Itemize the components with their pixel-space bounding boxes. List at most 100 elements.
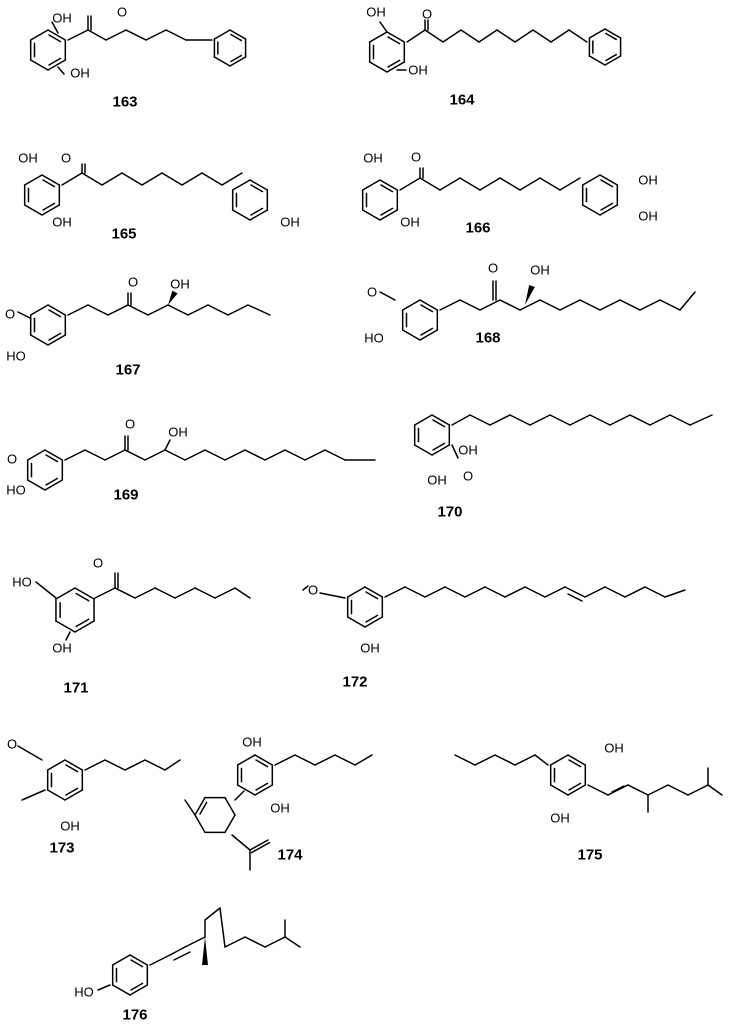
chain-bond — [644, 586, 666, 598]
ring-double-bond — [387, 59, 401, 68]
compound-number: 167 — [115, 362, 140, 379]
chain-bond — [639, 299, 661, 311]
hydroxyl-label: OH — [363, 151, 383, 166]
methoxy-oxygen: O — [5, 307, 15, 322]
chain-bond — [224, 936, 246, 948]
chain-bond — [649, 414, 671, 426]
ring-double-bond — [420, 304, 434, 313]
chain-bond — [544, 586, 566, 598]
chain-bond — [214, 587, 236, 599]
bond — [57, 66, 65, 75]
chain-bond — [444, 586, 466, 598]
ring-bond — [254, 784, 274, 796]
ring-bond — [41, 204, 61, 216]
ring-double-bond — [600, 179, 614, 188]
chain-bond — [496, 29, 516, 43]
ring-bond — [74, 620, 95, 633]
ring-double-bond — [387, 36, 401, 45]
chain-bond — [568, 29, 588, 43]
chain-bond — [121, 172, 143, 186]
double-bond — [611, 785, 625, 793]
ring-bond — [401, 329, 421, 341]
chain-bond — [519, 177, 541, 191]
ring-double-bond — [130, 959, 144, 968]
ring-double-bond — [365, 591, 379, 600]
ring-bond — [29, 334, 49, 346]
bond — [284, 936, 301, 948]
bond — [35, 581, 57, 599]
chain-bond — [324, 449, 346, 461]
hydroxyl-label: OH — [52, 215, 72, 230]
ring-bond — [29, 304, 49, 316]
chain-bond — [549, 414, 571, 426]
chain-bond — [499, 177, 521, 191]
chain-bond — [406, 29, 426, 43]
hydroxyl-label: OH — [550, 811, 570, 826]
chain-bond — [149, 954, 171, 966]
chain-bond — [469, 414, 491, 426]
ring-bond — [604, 55, 622, 66]
chain-bond — [460, 29, 480, 43]
bond — [379, 291, 396, 301]
compound-number: 166 — [465, 220, 490, 237]
bond — [164, 439, 171, 451]
chain-bond — [304, 449, 326, 461]
hydroxyl-label: HO — [364, 331, 384, 346]
ring-bond — [604, 28, 622, 39]
hydroxyl-label: OH — [458, 443, 478, 458]
ring-bond — [346, 616, 366, 628]
chain-bond — [165, 29, 187, 41]
ring-bond — [47, 304, 67, 316]
chain-bond — [67, 29, 89, 41]
chain-bond — [84, 759, 106, 771]
ring-bond — [236, 754, 256, 766]
carbonyl-oxygen: O — [488, 261, 498, 276]
chain-bond — [167, 304, 189, 316]
bond — [379, 21, 388, 33]
chain-bond — [550, 29, 570, 43]
chain-bond — [384, 586, 406, 598]
chain-bond — [419, 177, 441, 191]
chain-bond — [459, 299, 481, 311]
ring-bond — [588, 28, 606, 39]
chain-bond — [184, 449, 206, 461]
methoxy-oxygen: O — [367, 285, 377, 300]
compound-number: 170 — [437, 504, 462, 521]
hydroxyl-label: OH — [52, 11, 72, 26]
ring-double-bond — [48, 309, 62, 318]
chain-bond — [499, 299, 521, 311]
chain-bond — [604, 586, 626, 598]
ring-bond — [419, 299, 439, 311]
chain-bond — [147, 304, 169, 316]
ring-double-bond — [65, 764, 79, 773]
carbonyl-oxygen: O — [117, 5, 127, 20]
chain-bond — [569, 414, 591, 426]
ring-bond — [47, 59, 67, 71]
ring-double-bond — [48, 332, 62, 341]
bond — [451, 444, 459, 459]
ring-double-bond — [380, 207, 394, 216]
chain-bond — [679, 291, 696, 311]
ring-double-bond — [230, 33, 242, 42]
chain-bond — [624, 586, 646, 598]
methoxy-oxygen: O — [7, 452, 17, 467]
compound-number: 176 — [122, 1007, 147, 1024]
ring-bond — [581, 204, 601, 216]
ring-bond — [29, 59, 49, 71]
chain-bond — [107, 304, 129, 316]
chain-bond — [484, 586, 506, 598]
bond — [302, 585, 309, 591]
bond — [184, 799, 196, 816]
ring-double-bond — [48, 57, 62, 66]
ring-double-bond — [130, 982, 144, 991]
chain-bond — [221, 172, 243, 186]
ring-bond — [364, 586, 384, 598]
